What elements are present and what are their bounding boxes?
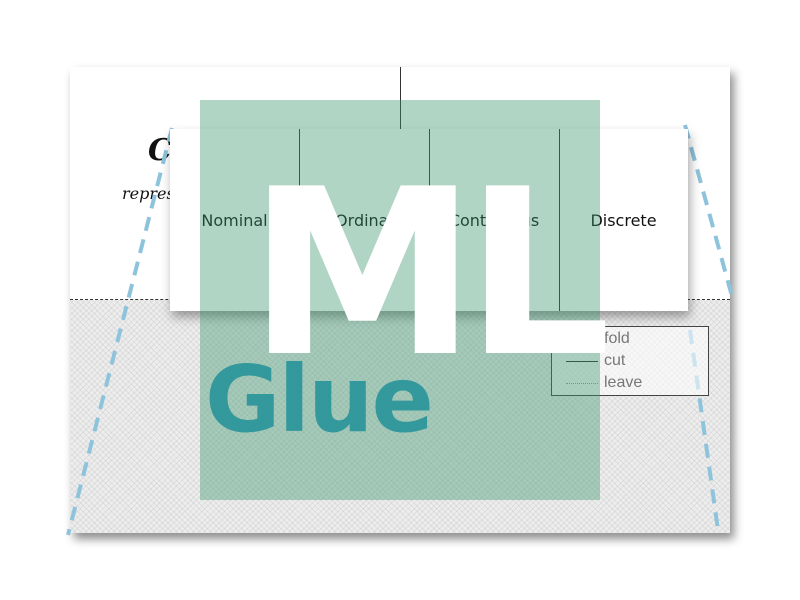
- guide-line-left: [66, 127, 174, 536]
- legend-swatch: [566, 339, 598, 340]
- watermark-logo-box: [200, 100, 600, 500]
- legend-swatch: [566, 383, 598, 384]
- flap-cell-discrete: Discrete: [590, 210, 657, 230]
- legend-item-fold: fold: [552, 329, 708, 349]
- flap-divider: [559, 129, 560, 311]
- legend-item-cut: cut: [552, 351, 708, 371]
- legend-item-leave: leave: [552, 373, 708, 393]
- legend-label: leave: [604, 374, 643, 391]
- flap-divider: [299, 129, 300, 311]
- watermark-logo-text: ML: [248, 141, 611, 408]
- legend-swatch: [566, 361, 598, 362]
- flap-cell-continuous: Continuous: [448, 210, 540, 230]
- flap-divider: [429, 129, 430, 311]
- guide-line-right: [683, 124, 735, 301]
- flap-cell-nominal: Nominal: [201, 210, 268, 230]
- flap-cell-ordinal: Ordinal: [335, 210, 393, 230]
- legend-label: cut: [604, 352, 626, 369]
- line-legend: fold cut leave: [551, 326, 709, 396]
- watermark-logo-text: Glue: [205, 346, 434, 453]
- top-cut-line: [400, 67, 401, 129]
- sheet-subtitle: repres: [122, 184, 175, 203]
- vocabulary-flap: Nominal Ordinal Continuous Discrete: [170, 129, 688, 311]
- legend-label: fold: [604, 330, 630, 347]
